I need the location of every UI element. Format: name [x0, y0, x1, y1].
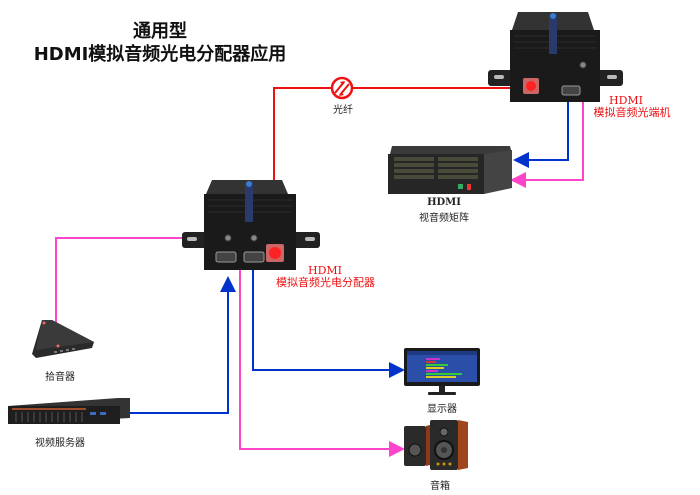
matrix-label-line2: 视音频矩阵 — [419, 213, 469, 224]
fiber-label: 光纤 — [333, 105, 353, 116]
speaker-device[interactable] — [404, 420, 470, 474]
optical-terminal-label-line1: HDMI — [608, 94, 644, 107]
optical-terminal-device[interactable] — [488, 12, 623, 104]
video-cable-splitter-to-monitor — [252, 262, 405, 378]
splitter-label-line2: 模拟音频光电分配器 — [276, 276, 375, 289]
speaker-label: 音箱 — [430, 481, 450, 492]
diagram-title-line1: 通用型 — [133, 21, 187, 42]
monitor-label: 显示器 — [427, 404, 457, 415]
audio-cable-terminal-to-matrix — [510, 65, 584, 188]
splitter-label-line1: HDMI — [307, 264, 343, 277]
diagram-title-line2: HDMI模拟音频光电分配器应用 — [33, 44, 287, 65]
fiber-link-icon — [330, 76, 354, 100]
microphone-device[interactable] — [28, 318, 98, 360]
matrix-label-line1: HDMI — [427, 197, 461, 208]
fiber-splitter-device[interactable] — [182, 180, 320, 272]
av-matrix-device[interactable] — [384, 146, 514, 196]
video-cable-terminal-to-matrix — [513, 100, 569, 168]
microphone-label: 拾音器 — [45, 372, 75, 383]
video-server-label: 视频服务器 — [35, 438, 85, 449]
audio-cable-splitter-to-speaker — [239, 244, 405, 457]
optical-terminal-label-line2: 模拟音频光端机 — [593, 106, 671, 119]
video-cable-server-to-splitter — [128, 276, 236, 414]
audio-cable-mic-to-splitter — [55, 230, 227, 325]
monitor-device[interactable] — [404, 348, 480, 398]
video-server-device[interactable] — [6, 396, 130, 426]
